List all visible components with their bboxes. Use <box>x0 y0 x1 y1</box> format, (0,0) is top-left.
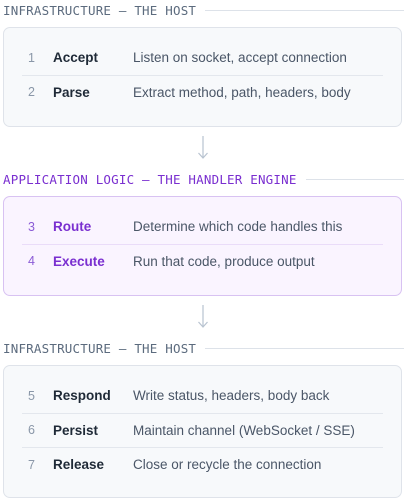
step-number: 5 <box>28 388 35 403</box>
infrastructure-card-bottom: 5 Respond Write status, headers, body ba… <box>3 365 402 498</box>
step-execute: 4 Execute Run that code, produce output <box>22 243 383 279</box>
step-description: Write status, headers, body back <box>133 388 330 404</box>
section-header: INFRASTRUCTURE — THE HOST <box>0 338 408 358</box>
step-parse: 2 Parse Extract method, path, headers, b… <box>22 74 383 110</box>
step-name: Parse <box>53 84 90 100</box>
section-title: INFRASTRUCTURE — THE HOST <box>3 2 197 18</box>
step-number: 4 <box>28 254 35 269</box>
section-divider <box>305 178 404 180</box>
section-title: INFRASTRUCTURE — THE HOST <box>3 340 197 356</box>
section-header: INFRASTRUCTURE — THE HOST <box>0 0 408 20</box>
application-logic-card: 3 Route Determine which code handles thi… <box>3 196 402 296</box>
step-name: Persist <box>53 422 99 438</box>
step-description: Extract method, path, headers, body <box>133 84 351 100</box>
step-route: 3 Route Determine which code handles thi… <box>22 210 383 244</box>
step-number: 7 <box>28 457 35 472</box>
section-header: APPLICATION LOGIC — THE HANDLER ENGINE <box>0 169 408 189</box>
infrastructure-card-top: 1 Accept Listen on socket, accept connec… <box>3 27 402 127</box>
step-description: Maintain channel (WebSocket / SSE) <box>133 422 355 438</box>
step-name: Execute <box>53 253 105 269</box>
down-arrow-icon <box>198 136 208 159</box>
application-logic-section: APPLICATION LOGIC — THE HANDLER ENGINE <box>0 169 408 189</box>
infrastructure-section-bottom: INFRASTRUCTURE — THE HOST <box>0 338 408 358</box>
step-name: Release <box>53 457 105 473</box>
step-description: Listen on socket, accept connection <box>133 50 347 66</box>
step-name: Accept <box>53 50 99 66</box>
step-description: Determine which code handles this <box>133 219 343 235</box>
step-name: Respond <box>53 388 111 404</box>
step-release: 7 Release Close or recycle the connectio… <box>22 447 383 482</box>
step-number: 6 <box>28 423 35 438</box>
section-title: APPLICATION LOGIC — THE HANDLER ENGINE <box>3 171 297 187</box>
section-divider <box>205 9 404 11</box>
step-number: 3 <box>28 219 35 234</box>
section-divider <box>205 347 404 349</box>
infrastructure-section-top: INFRASTRUCTURE — THE HOST <box>0 0 408 20</box>
step-description: Run that code, produce output <box>133 253 315 269</box>
step-description: Close or recycle the connection <box>133 457 322 473</box>
down-arrow-icon <box>198 305 208 328</box>
step-number: 1 <box>28 50 35 65</box>
step-name: Route <box>53 219 92 235</box>
step-number: 2 <box>28 85 35 100</box>
step-accept: 1 Accept Listen on socket, accept connec… <box>22 41 383 75</box>
step-respond: 5 Respond Write status, headers, body ba… <box>22 379 383 413</box>
step-persist: 6 Persist Maintain channel (WebSocket / … <box>22 412 383 448</box>
